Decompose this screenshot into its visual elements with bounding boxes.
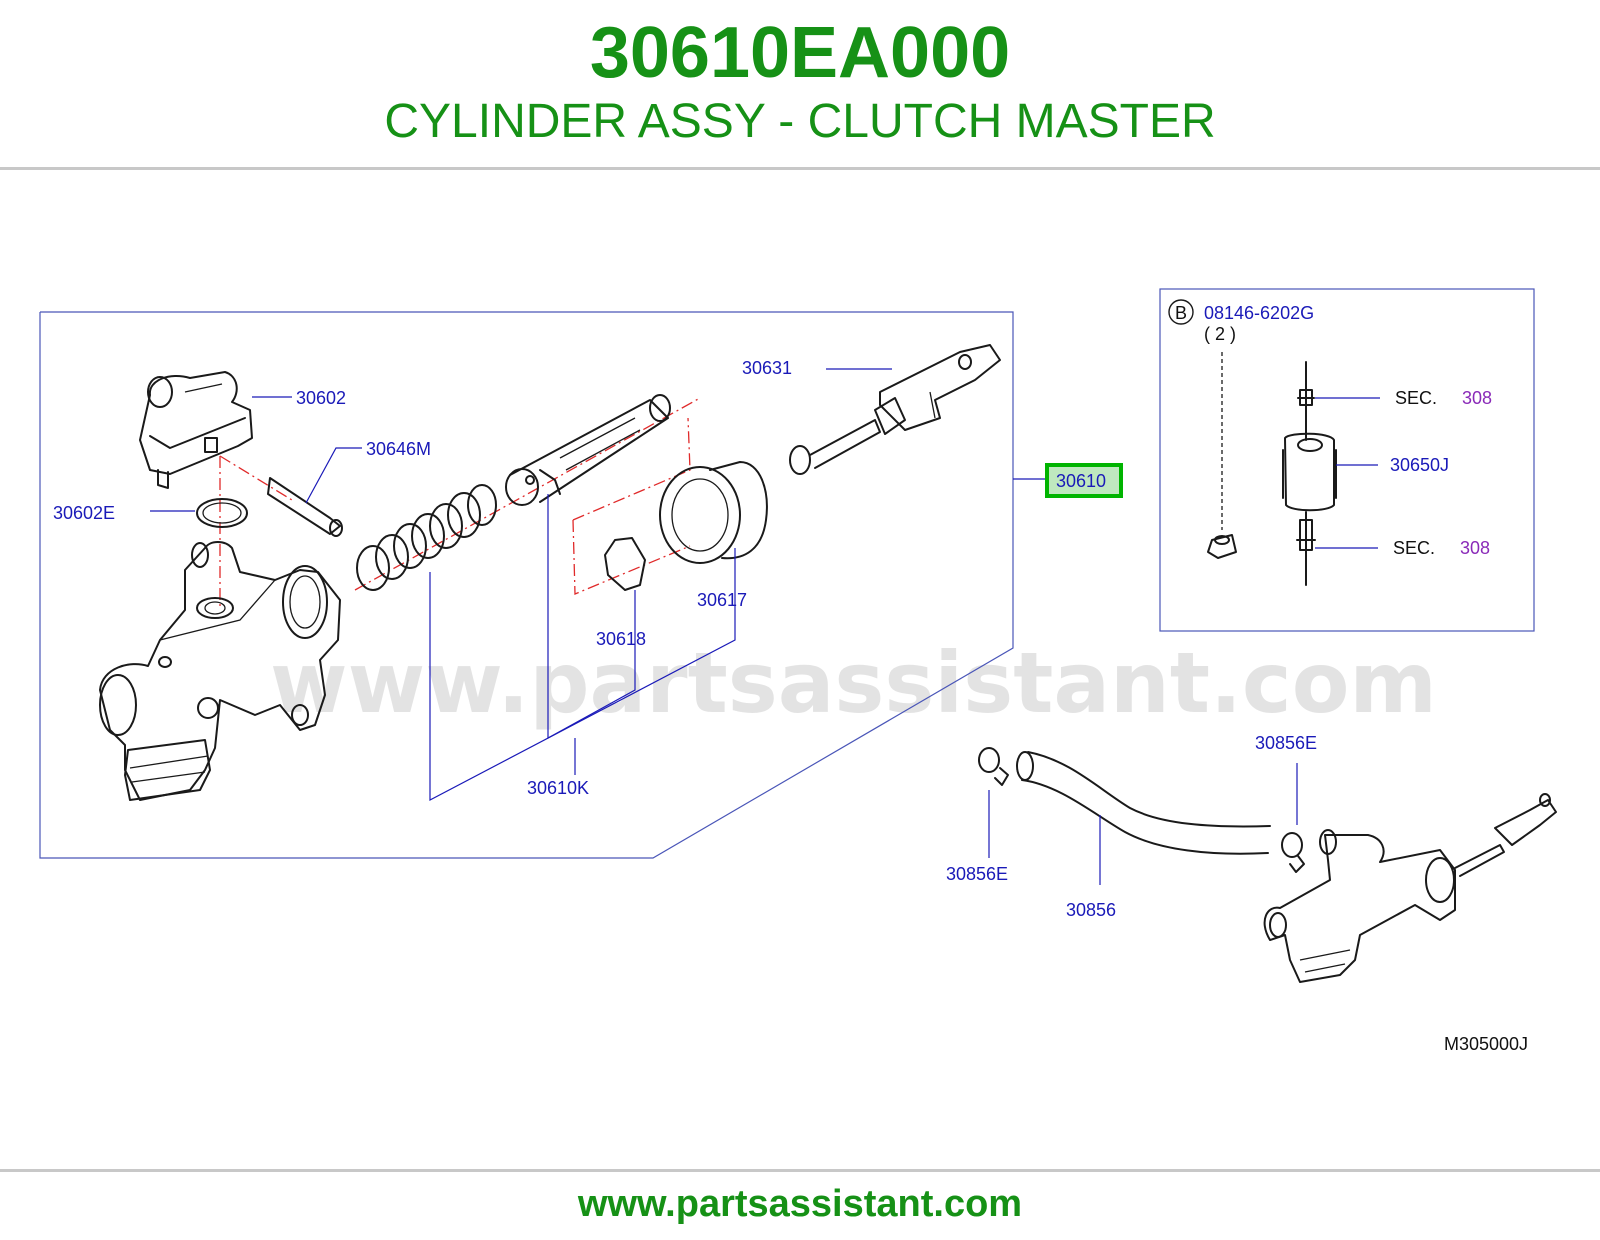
header-divider — [0, 167, 1600, 170]
part-number-title: 30610EA000 — [589, 13, 1011, 93]
label-30617[interactable]: 30617 — [697, 590, 747, 610]
return-spring-drawing — [356, 484, 497, 591]
piston-drawing — [505, 394, 671, 506]
label-30646M[interactable]: 30646M — [366, 439, 431, 459]
o-ring-drawing — [196, 498, 248, 528]
label-30856E-top[interactable]: 30856E — [1255, 733, 1317, 753]
pin-drawing — [267, 477, 343, 537]
inset-frame — [1159, 288, 1535, 632]
assembly-axis-seal — [572, 417, 691, 595]
inset-bolt-drawing — [1207, 352, 1237, 559]
piston-seal-drawing — [604, 537, 646, 591]
bolt-marker-circle — [1168, 299, 1194, 325]
label-30631[interactable]: 30631 — [742, 358, 792, 378]
leader-30646M — [305, 447, 362, 504]
label-08146-6202G[interactable]: 08146-6202G — [1204, 303, 1314, 323]
inset-line-bracket-drawing — [1282, 361, 1337, 586]
part-name-subtitle: CYLINDER ASSY - CLUTCH MASTER — [384, 95, 1216, 148]
label-30610[interactable]: 30610 — [1056, 471, 1106, 491]
label-30650J[interactable]: 30650J — [1390, 455, 1449, 475]
diagram-code: M305000J — [1444, 1034, 1528, 1054]
label-30856E-bottom[interactable]: 30856E — [946, 864, 1008, 884]
label-30856[interactable]: 30856 — [1066, 900, 1116, 920]
sec-ref-308-2[interactable]: 308 — [1460, 538, 1490, 558]
hose-clamp-right-drawing — [1281, 832, 1305, 873]
assembled-cylinder-drawing — [1263, 793, 1557, 983]
label-30618[interactable]: 30618 — [596, 629, 646, 649]
highlighted-part-box[interactable] — [1045, 463, 1123, 498]
sec-label-2: SEC. — [1393, 538, 1435, 558]
reservoir-connector-drawing — [139, 371, 253, 489]
cylinder-body-drawing — [99, 541, 341, 801]
label-30602[interactable]: 30602 — [296, 388, 346, 408]
label-30602E[interactable]: 30602E — [53, 503, 115, 523]
footer-website-link[interactable]: www.partsassistant.com — [577, 1183, 1023, 1225]
bolt-marker: B — [1175, 303, 1187, 323]
bolt-quantity: ( 2 ) — [1204, 324, 1236, 344]
sec-label-1: SEC. — [1395, 388, 1437, 408]
assembly-axis-pin — [219, 455, 293, 501]
exploded-view-frame — [39, 311, 1014, 859]
dust-boot-drawing — [659, 461, 768, 564]
label-30610K[interactable]: 30610K — [527, 778, 589, 798]
group-bracket-30618 — [547, 494, 636, 740]
hose-drawing — [1016, 751, 1271, 855]
sec-ref-308-1[interactable]: 308 — [1462, 388, 1492, 408]
hose-clamp-left-drawing — [978, 747, 1009, 786]
watermark: www.partsassistant.com — [270, 634, 1437, 732]
group-bracket-30617 — [429, 548, 736, 801]
footer-divider — [0, 1169, 1600, 1172]
push-rod-drawing — [789, 344, 1001, 475]
